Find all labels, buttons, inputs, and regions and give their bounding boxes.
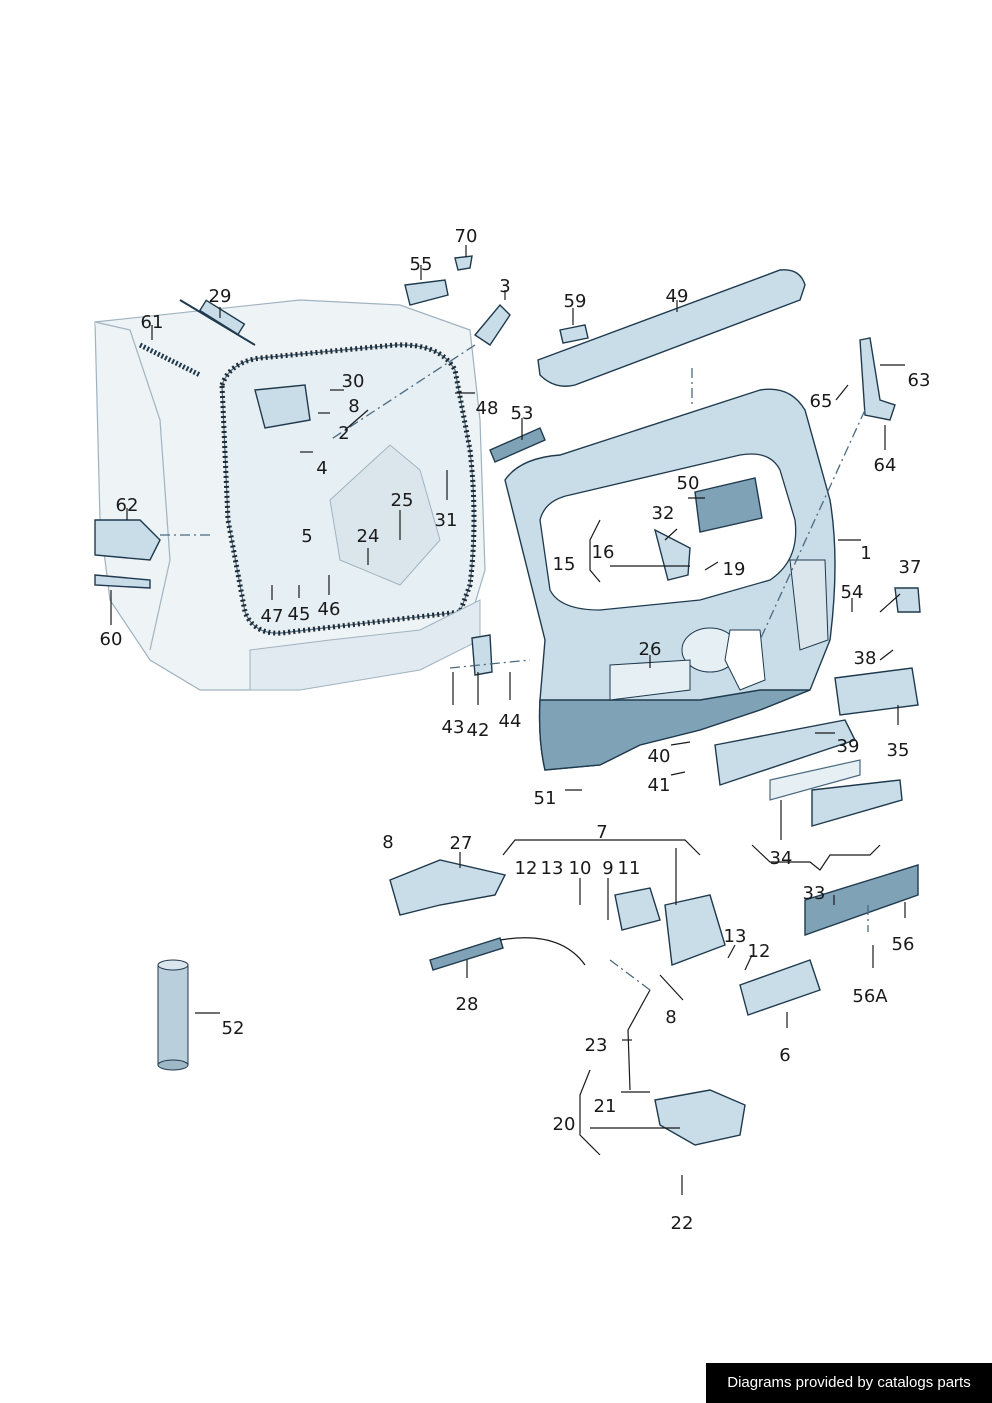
lens-34b [811,779,903,827]
clip-70 [454,255,473,271]
label-43: 43 [442,717,465,738]
label-60: 60 [100,629,123,650]
aerosol-can-52 [157,959,189,1071]
label-52: 52 [222,1018,245,1039]
label-1: 1 [860,543,871,564]
bracket-32 [653,528,691,581]
label-56: 56 [892,934,915,955]
bracket-63 [859,337,896,421]
handle-35 [834,667,919,716]
label-35: 35 [887,740,910,761]
label-38: 38 [854,648,877,669]
cable-28 [429,937,504,971]
label-50: 50 [677,473,700,494]
label-55: 55 [410,254,433,275]
label-10: 10 [569,858,592,879]
label-65: 65 [810,391,833,412]
lens-34a [769,759,861,801]
hinge-2 [254,384,311,429]
label-13a: 13 [541,858,564,879]
nut-59 [559,324,589,344]
label-13b: 13 [724,926,747,947]
label-59: 59 [564,291,587,312]
label-63: 63 [908,370,931,391]
label-9: 9 [602,858,613,879]
label-19: 19 [723,559,746,580]
label-48: 48 [476,398,499,419]
gas-strut-61 [138,342,202,378]
plate-6 [739,959,821,1016]
gas-strut-29 [179,299,256,346]
bracket-55 [404,279,449,306]
label-41: 41 [648,775,671,796]
label-40: 40 [648,746,671,767]
label-37: 37 [899,557,922,578]
license-plate-33 [804,864,919,936]
label-8a: 8 [348,396,359,417]
cover-27 [389,859,507,916]
label-21: 21 [594,1096,617,1117]
label-26: 26 [639,639,662,660]
label-34: 34 [770,848,793,869]
label-6: 6 [779,1045,790,1066]
label-28: 28 [456,994,479,1015]
rear-spoiler [537,269,806,387]
hose-guide-53 [489,427,546,463]
label-32: 32 [652,503,675,524]
label-53: 53 [511,403,534,424]
light-39 [714,719,856,786]
lock-20 [654,1089,746,1146]
hinge-42 [471,634,493,676]
label-39: 39 [837,736,860,757]
vehicle-body-rear [94,299,486,691]
label-7: 7 [596,822,607,843]
label-29: 29 [209,286,232,307]
label-5: 5 [301,526,312,547]
label-54: 54 [841,582,864,603]
window-wiper-motor-50 [694,477,763,533]
camera-37 [894,587,921,613]
label-46: 46 [318,599,341,620]
label-61: 61 [141,312,164,333]
label-8b: 8 [382,832,393,853]
label-56a: 56A [852,986,888,1007]
label-45: 45 [288,604,311,625]
label-62: 62 [116,495,139,516]
label-15: 15 [553,554,576,575]
label-8c: 8 [665,1007,676,1028]
label-12a: 12 [515,858,538,879]
bracket-7 [664,894,726,966]
label-33: 33 [803,883,826,904]
part-number-labels: 1 2 3 4 5 6 7 8 8 8 9 10 11 12 12 13 13 … [100,226,931,1234]
gas-spring-60 [94,574,151,589]
wiring-guide-3 [473,303,511,346]
label-27: 27 [450,833,473,854]
label-22: 22 [671,1213,694,1234]
lock-11 [614,887,661,931]
label-12b: 12 [748,941,771,962]
label-42: 42 [467,720,490,741]
label-49: 49 [666,286,689,307]
label-30: 30 [342,371,365,392]
connection-lines [160,344,869,991]
label-11: 11 [618,858,641,879]
label-23: 23 [585,1035,608,1056]
label-20: 20 [553,1114,576,1135]
label-2: 2 [338,423,349,444]
label-4: 4 [316,458,327,479]
label-31: 31 [435,510,458,531]
leader-lines [110,245,906,1195]
label-16: 16 [592,542,615,563]
label-51: 51 [534,788,557,809]
label-70: 70 [455,226,478,247]
label-47: 47 [261,606,284,627]
label-64: 64 [874,455,897,476]
label-25: 25 [391,490,414,511]
label-24: 24 [357,526,380,547]
label-3: 3 [499,276,510,297]
label-44: 44 [499,711,522,732]
footer-credit: Diagrams provided by catalogs parts [706,1363,992,1403]
trim-panel-62 [94,519,161,561]
